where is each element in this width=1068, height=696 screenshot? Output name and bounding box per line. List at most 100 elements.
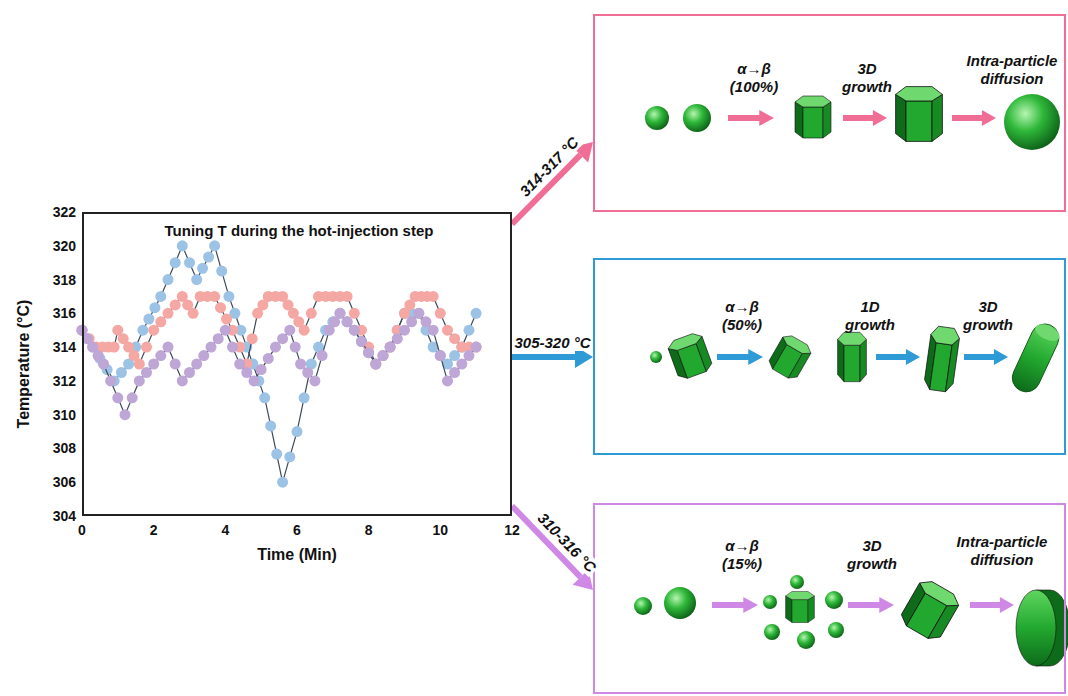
data-point [170,359,181,370]
data-point [335,308,346,319]
data-point [277,333,288,344]
chart-title: Tuning T during the hot-injection step [94,222,504,240]
data-point [263,353,274,364]
data-point [363,347,374,358]
stage-label: α→β (15%) [706,537,778,573]
stage-label: 3D growth [841,537,903,573]
data-point [206,342,217,353]
data-point [356,336,367,347]
data-point [349,308,360,319]
data-point [309,375,320,386]
data-point [227,342,238,353]
data-point [413,308,424,319]
stage-label: 3D growth [957,298,1019,334]
tick-label: 8 [365,522,373,538]
data-point [247,333,258,344]
data-point [295,359,306,370]
data-point [370,359,381,370]
tick-label: 318 [53,272,76,288]
data-point [134,359,145,370]
tick-label: 312 [53,373,76,389]
data-point [198,350,209,361]
data-point [277,477,288,488]
data-point [137,325,148,336]
data-point [177,375,188,386]
data-point [241,367,252,378]
data-point [259,392,270,403]
tick-label: 4 [221,522,229,538]
series-line [82,313,476,414]
stage-label: Intra-particle diffusion [946,533,1058,569]
data-point [191,274,202,285]
data-point [442,325,453,336]
process-1-figure [645,87,1060,150]
data-point [471,308,482,319]
process-box: α→β (50%) 1D growth 3D growth [593,258,1066,455]
data-point [284,325,295,336]
data-point [134,375,145,386]
tick-label: 316 [53,305,76,321]
data-point [363,347,374,358]
data-point [127,392,138,403]
data-point [221,314,232,325]
process-3-figure [634,575,1068,666]
data-point [120,409,131,420]
data-point [471,342,482,353]
data-point [284,451,295,462]
data-point [428,291,439,302]
data-point [184,367,195,378]
stage-label: α→β (100%) [718,60,790,96]
data-point [197,263,208,274]
data-point [155,291,166,302]
data-point [143,314,154,325]
data-point [155,316,166,327]
data-point [213,333,224,344]
process-box: α→β (15%) 3D growth Intra-particle diffusi… [593,503,1066,694]
data-point [356,336,367,347]
data-point [435,350,446,361]
data-point [385,342,396,353]
data-point [105,375,116,386]
data-point [249,375,260,386]
data-point [223,291,234,302]
data-point [299,325,310,336]
data-point [148,359,159,370]
data-point [209,240,220,251]
data-point [141,367,152,378]
tick-label: 12 [504,522,520,538]
data-point [148,325,159,336]
tick-label: 322 [53,204,76,220]
data-point [306,308,317,319]
data-point [378,350,389,361]
data-point [442,375,453,386]
data-point [378,350,389,361]
process-box: α→β (100%)3D growthIntra-particle diffus… [593,14,1066,212]
tick-label: 10 [433,522,449,538]
data-point [203,252,214,263]
data-point [116,367,127,378]
data-point [109,342,120,353]
data-point [406,316,417,327]
data-series [77,240,482,487]
stage-label: Intra-particle diffusion [956,52,1068,88]
data-point [302,367,313,378]
chart-panel: Tuning T during the hot-injection step [82,212,512,516]
edge-label: 305-320 °C [512,334,592,351]
data-point [349,325,360,336]
tick-label: 306 [53,474,76,490]
stage-label: α→β (50%) [706,298,778,334]
data-point [342,291,353,302]
data-point [342,316,353,327]
stage-label: 1D growth [839,298,901,334]
data-point [234,359,245,370]
data-point [270,342,281,353]
data-point [421,316,432,327]
data-point [163,308,174,319]
data-point [385,342,396,353]
data-point [188,308,199,319]
tick-label: 308 [53,440,76,456]
data-point [271,449,282,460]
data-point [177,240,188,251]
data-point [215,302,226,313]
data-point [449,367,460,378]
